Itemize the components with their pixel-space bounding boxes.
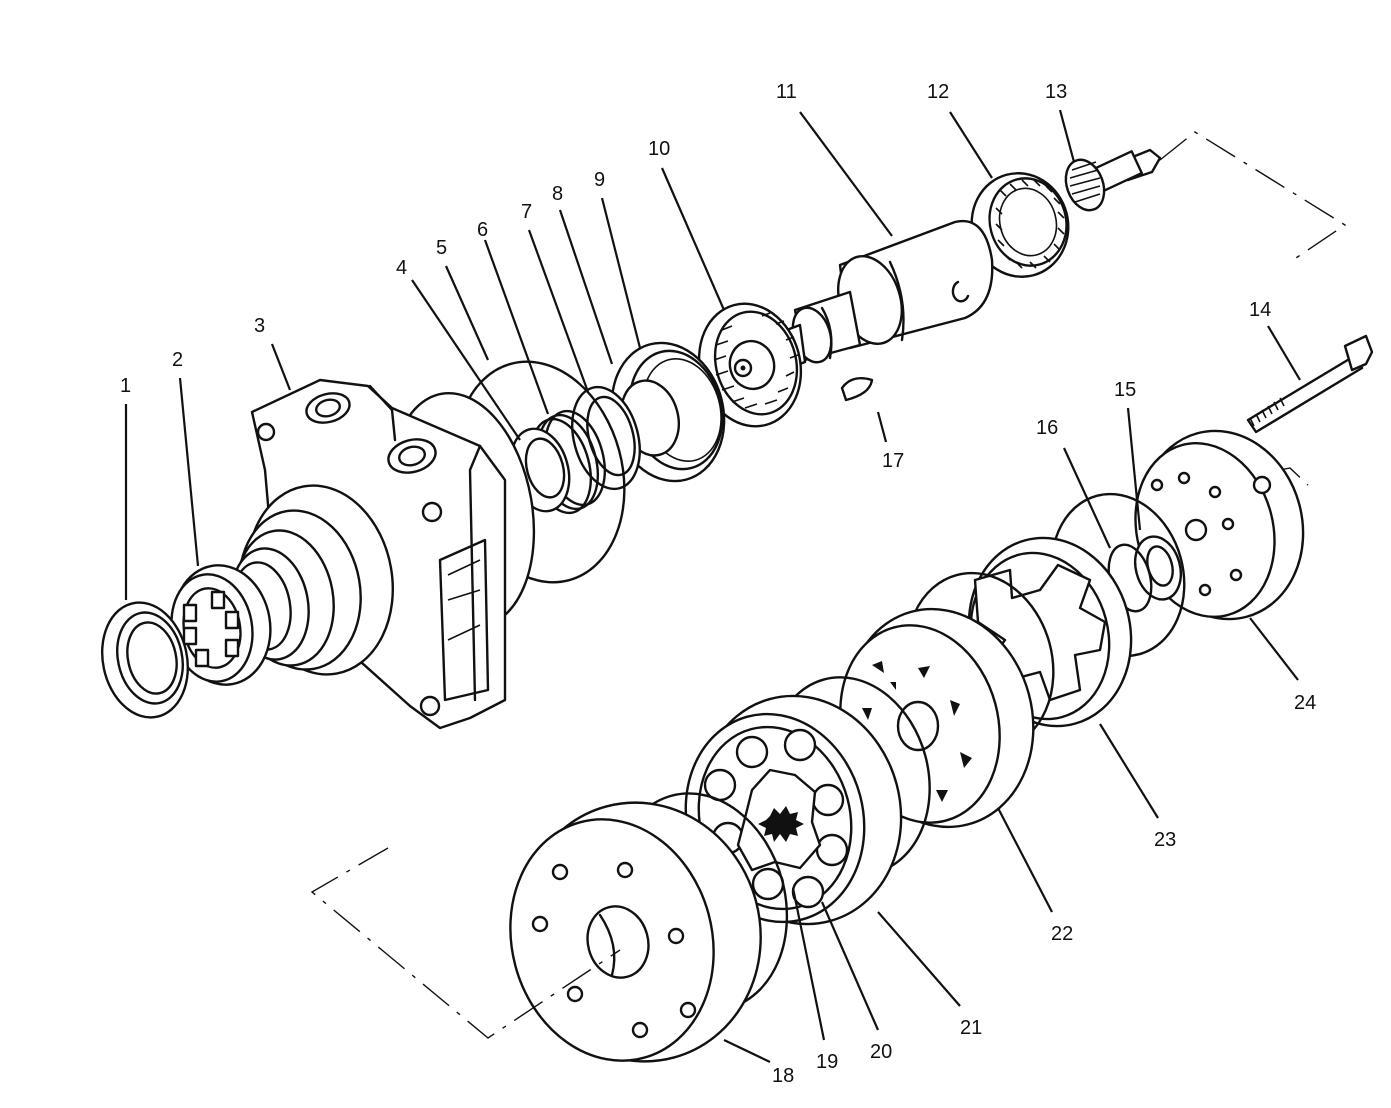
label-part-23: 23 (1154, 829, 1176, 851)
label-part-8: 8 (552, 183, 563, 205)
part-17-key (840, 377, 874, 402)
label-part-5: 5 (436, 237, 447, 259)
part-3-housing (230, 378, 536, 730)
label-part-22: 22 (1051, 923, 1073, 945)
label-part-20: 20 (870, 1041, 892, 1063)
leader-lines (124, 109, 1301, 1063)
part-2-roller-bearing (170, 564, 272, 686)
label-part-1: 1 (120, 375, 131, 397)
label-part-6: 6 (477, 219, 488, 241)
label-part-12: 12 (927, 81, 949, 103)
label-part-15: 15 (1114, 379, 1136, 401)
part-10-needle-bearing (697, 302, 803, 428)
label-part-24: 24 (1294, 692, 1316, 714)
part-14-bolt (1246, 334, 1374, 434)
label-part-16: 16 (1036, 417, 1058, 439)
part-13-splined-shaft (1064, 148, 1162, 212)
part-19-gerotor-star (736, 768, 822, 872)
label-part-2: 2 (172, 349, 183, 371)
part-labels: 1 2 3 4 5 6 7 8 9 10 11 12 13 14 15 16 1… (120, 81, 1316, 1087)
label-part-4: 4 (396, 257, 407, 279)
label-part-11: 11 (776, 81, 797, 103)
label-part-19: 19 (816, 1051, 838, 1073)
label-part-10: 10 (648, 138, 670, 160)
part-11-drive-shaft (758, 219, 994, 378)
centerline-lower (310, 847, 621, 1039)
label-part-17: 17 (882, 450, 904, 472)
label-part-3: 3 (254, 315, 265, 337)
label-part-13: 13 (1045, 81, 1067, 103)
label-part-9: 9 (594, 169, 605, 191)
label-part-21: 21 (960, 1017, 982, 1039)
label-part-18: 18 (772, 1065, 794, 1087)
centerline-upper (1159, 131, 1347, 263)
part-1-seal (100, 601, 190, 719)
part-18-end-plate (509, 801, 762, 1063)
part-15-seal (1133, 535, 1183, 601)
label-part-14: 14 (1249, 299, 1271, 321)
label-part-7: 7 (521, 201, 532, 223)
